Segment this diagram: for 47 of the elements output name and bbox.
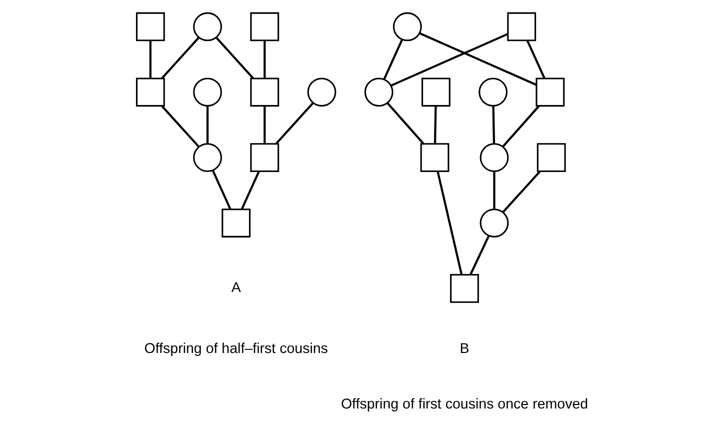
- connector: [264, 106, 266, 144]
- node-label: A: [231, 280, 241, 296]
- node-box: [422, 78, 450, 107]
- connector: [216, 37, 254, 80]
- connector: [502, 170, 541, 213]
- node-box: [222, 208, 251, 238]
- connector: [206, 106, 209, 144]
- connector: [386, 102, 424, 144]
- connector: [212, 170, 232, 210]
- connector: [492, 106, 496, 144]
- connector: [275, 102, 314, 144]
- node-box: [420, 143, 450, 172]
- node-circle: [193, 143, 222, 172]
- node-box: [507, 12, 536, 42]
- connector: [526, 40, 546, 79]
- node-circle: [364, 78, 394, 107]
- node-box: [250, 78, 280, 107]
- connector: [502, 105, 540, 148]
- connector: [383, 39, 404, 80]
- connector: [434, 106, 437, 144]
- connector: [390, 32, 508, 87]
- connector: [419, 32, 537, 86]
- connector: [161, 37, 200, 80]
- node-label: B: [460, 340, 470, 357]
- node-box: [136, 12, 165, 42]
- node-circle: [480, 143, 509, 172]
- connector: [149, 40, 152, 78]
- node-box: [136, 78, 165, 107]
- node-box: [536, 143, 566, 172]
- node-circle: [480, 208, 509, 238]
- connector: [240, 171, 260, 210]
- node-circle: [392, 12, 422, 42]
- connector: [264, 40, 266, 78]
- node-circle: [478, 78, 508, 107]
- node-box: [250, 143, 280, 172]
- connector: [470, 235, 490, 275]
- node-circle: [193, 12, 222, 42]
- node-label: Offspring of half–first cousins: [144, 340, 328, 357]
- node-label: Offspring of first cousins once removed: [340, 396, 588, 413]
- node-circle: [193, 78, 222, 107]
- connector: [161, 105, 200, 148]
- node-circle: [307, 78, 336, 107]
- connector: [436, 171, 463, 275]
- connector: [493, 172, 496, 210]
- node-box: [250, 12, 280, 42]
- node-box: [450, 274, 479, 303]
- node-box: [536, 78, 565, 107]
